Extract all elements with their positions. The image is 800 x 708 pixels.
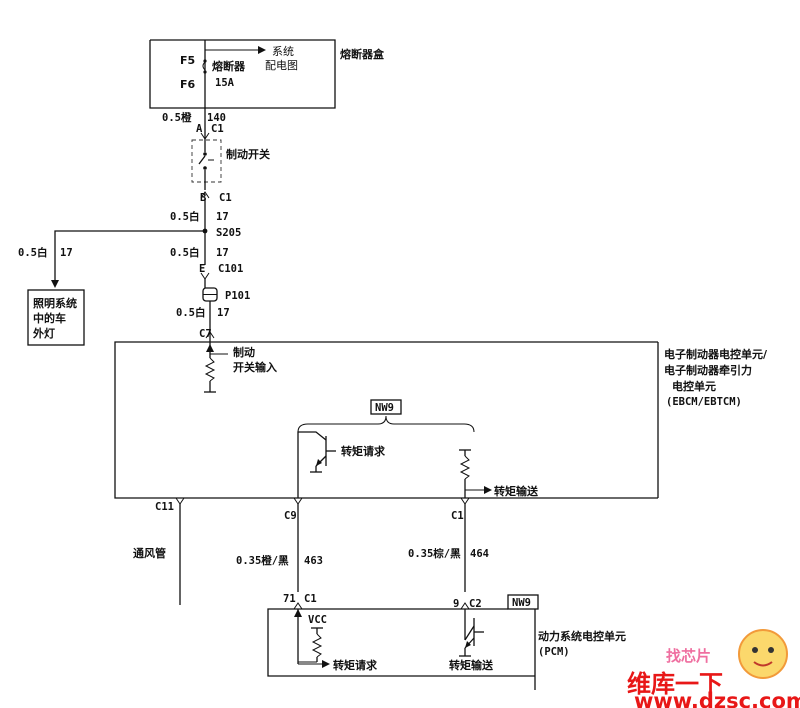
wire-white-2-spec: 0.5白 [170, 246, 199, 259]
lighting-line2: 中的车 [33, 311, 66, 325]
ebcm-title-line2: 电子制动器牵引力 [664, 363, 752, 377]
ebcm-title-line3: 电控单元 [672, 379, 716, 393]
pcm-torque-delivered: 转矩输送 [449, 658, 494, 672]
torque-request-transistor [297, 431, 336, 498]
pcm-title-line1: 动力系统电控单元 [538, 629, 626, 643]
pcm-pin-9: 9 [453, 598, 459, 610]
wire-white-1-spec: 0.5白 [170, 210, 199, 223]
ebcm-torque-request: 转矩请求 [341, 444, 386, 458]
feed-label-line1: 系统 [272, 45, 294, 58]
lighting-line3: 外灯 [32, 326, 55, 340]
fuse-bottom-pin: F6 [180, 78, 196, 91]
ebcm-title-line1: 电子制动器电控单元/ [664, 347, 768, 361]
c7-symbol [205, 331, 215, 339]
pcm-box [267, 608, 535, 677]
wire-branch-circuit: 17 [60, 247, 73, 259]
pcm-torque-request: 转矩请求 [333, 658, 378, 672]
ebcm-pin-c7: C7 [199, 328, 212, 340]
c11-symbol [175, 497, 185, 505]
wire-branch-spec: 0.5白 [18, 246, 47, 259]
switch-bottom-pin: B [200, 192, 206, 204]
pcm-nw9-tag-box [507, 594, 539, 610]
wire-white-3-spec: 0.5白 [176, 306, 205, 319]
wire-463-circuit: 463 [304, 555, 323, 567]
wire-orange-circuit: 140 [207, 112, 226, 124]
pulldown-resistor [204, 357, 216, 382]
wire-464-circuit: 464 [470, 548, 489, 560]
watermark-line1: 维库一下 [627, 670, 723, 698]
splice-label: S205 [216, 227, 241, 239]
wire-white-3-circuit: 17 [217, 307, 230, 319]
wire-463-spec: 0.35橙/黑 [236, 554, 289, 567]
brake-switch-symbol [191, 132, 222, 199]
watermark: 找芯片 维库一下 www.dzsc.com [627, 629, 800, 708]
pcm-torque-transistor [459, 609, 484, 657]
ebcm-pin-c11: C11 [155, 501, 174, 513]
branch-arrow [51, 280, 59, 288]
wire-464-spec: 0.35棕/黑 [408, 547, 461, 560]
pcm-9-symbol [460, 602, 470, 610]
watermark-badge: 找芯片 [666, 647, 711, 665]
ebcm-torque-delivered: 转矩输送 [494, 484, 539, 498]
lighting-line1: 照明系统 [33, 296, 77, 310]
fuse-block [149, 39, 336, 109]
ebcm-pin-c9: C9 [284, 510, 297, 522]
wire-white-1-circuit: 17 [216, 211, 229, 223]
ebcm-nw9-tag-box [370, 399, 402, 415]
pcm-71-symbol [293, 602, 303, 610]
wire-orange-spec: 0.5橙 [162, 111, 192, 124]
nw9-brace [297, 415, 475, 433]
pcm-title-line2: (PCM) [538, 646, 570, 658]
wire-white-2-circuit: 17 [216, 247, 229, 259]
watermark-line2: www.dzsc.com [634, 689, 800, 708]
switch-top-pin: A [196, 123, 203, 135]
c101-pin: E [199, 263, 205, 275]
watermark-mascot-icon [738, 629, 788, 679]
vent-pipe-label: 通风管 [133, 546, 166, 560]
switch-bottom-connector: C1 [219, 192, 232, 204]
pcm-pin-71: 71 [283, 593, 296, 605]
brake-input-line2: 开关输入 [233, 360, 277, 374]
ebcm-pin-c1: C1 [451, 510, 464, 522]
brake-input-line1: 制动 [233, 345, 255, 359]
c101-name: C101 [218, 263, 243, 275]
pcm-conn-c1: C1 [304, 593, 317, 605]
ebcm-nw9-tag: NW9 [375, 402, 394, 414]
c9-symbol [293, 497, 303, 505]
fuse-rating: 15A [215, 77, 235, 89]
ebcm-box [114, 341, 658, 499]
fuse-box-title: 熔断器盒 [340, 47, 385, 61]
feed-label-line2: 配电图 [265, 59, 298, 72]
brake-switch-label: 制动开关 [226, 147, 270, 161]
fuse-name: 熔断器 [212, 59, 246, 73]
fuse-top-pin: F5 [180, 54, 195, 67]
switch-top-connector: C1 [211, 123, 224, 135]
pcm-conn-c2: C2 [469, 598, 482, 610]
wire-branch [54, 230, 205, 280]
pcm-vcc: VCC [308, 614, 327, 626]
c1-symbol [460, 497, 470, 505]
pcm-vcc-pullup [294, 609, 330, 668]
p101-label: P101 [225, 290, 250, 302]
torque-delivered-resistor [459, 449, 492, 498]
lighting-system-box [27, 289, 85, 346]
ebcm-title-line4: (EBCM/EBTCM) [666, 396, 742, 408]
pcm-nw9-tag: NW9 [512, 597, 531, 609]
